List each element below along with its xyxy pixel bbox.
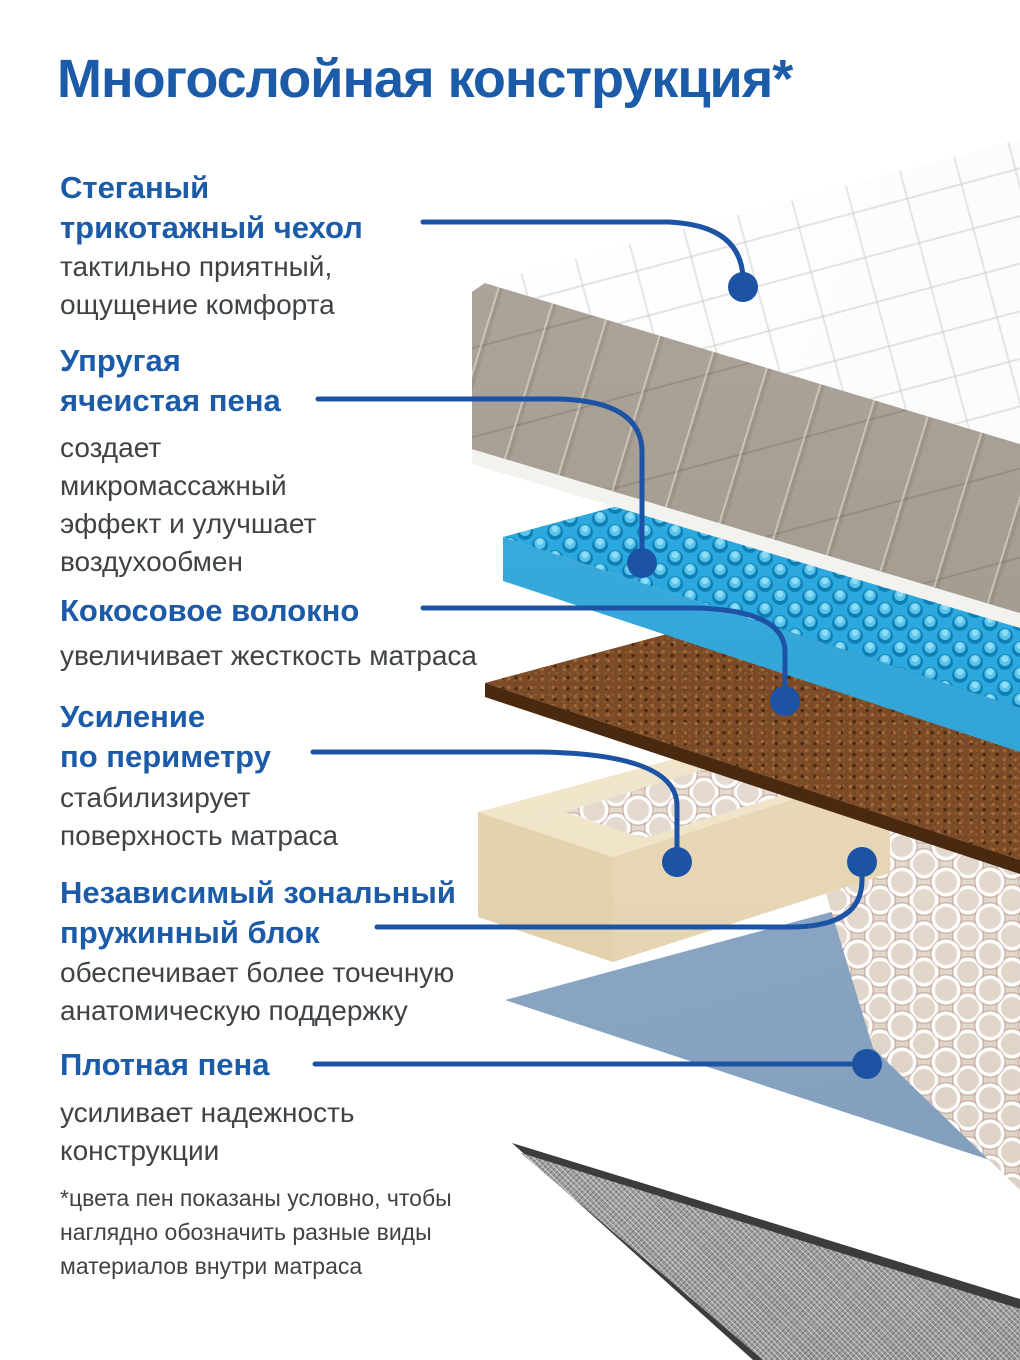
section-dense-foam-description: усиливает надежность конструкции — [60, 1094, 530, 1170]
section-spring-block: Независимый зональный пружинный блок — [60, 873, 530, 953]
description-line: эффект и улучшает — [60, 508, 317, 539]
section-cover-description: тактильно приятный, ощущение комфорта — [60, 248, 530, 324]
callout-dot-coconut — [770, 686, 800, 716]
section-cellular-foam-heading: Упругая ячеистая пена — [60, 341, 530, 421]
heading-line: по периметру — [60, 739, 271, 774]
heading-line: Кокосовое волокно — [60, 593, 360, 628]
page-title: Многослойная конструкция* — [57, 49, 793, 109]
description-line: тактильно приятный, — [60, 251, 333, 282]
section-cellular-foam: Упругая ячеистая пена — [60, 341, 530, 421]
description-line: анатомическую поддержку — [60, 995, 408, 1026]
description-line: стабилизирует — [60, 782, 251, 813]
heading-line: Усиление — [60, 699, 206, 734]
section-coconut-description: увеличивает жесткость матраса — [60, 637, 580, 675]
heading-line: Стеганый — [60, 170, 210, 205]
section-perimeter: Усиление по периметру — [60, 697, 530, 777]
section-perimeter-description: стабилизирует поверхность матраса — [60, 779, 530, 855]
heading-line: ячеистая пена — [60, 383, 281, 418]
footnote: *цвета пен показаны условно, чтобы нагля… — [60, 1181, 452, 1283]
section-cover: Стеганый трикотажный чехол — [60, 168, 530, 248]
description-line: обеспечивает более точечную — [60, 957, 455, 988]
section-perimeter-heading: Усиление по периметру — [60, 697, 530, 777]
callout-dot-cover — [728, 272, 758, 302]
callout-dot-dense-foam — [852, 1049, 882, 1079]
footnote-line: материалов внутри матраса — [60, 1253, 363, 1279]
callout-dot-perimeter — [662, 847, 692, 877]
heading-line: Упругая — [60, 343, 181, 378]
description-line: усиливает надежность — [60, 1097, 355, 1128]
callout-dot-cellular-foam — [627, 548, 657, 578]
description-line: поверхность матраса — [60, 820, 339, 851]
section-cover-heading: Стеганый трикотажный чехол — [60, 168, 530, 248]
section-coconut: Кокосовое волокно — [60, 591, 530, 631]
section-spring-block-description: обеспечивает более точечную анатомическу… — [60, 954, 530, 1030]
section-dense-foam-heading: Плотная пена — [60, 1045, 530, 1085]
callout-dot-spring-block — [847, 847, 877, 877]
heading-line: трикотажный чехол — [60, 210, 363, 245]
heading-line: Плотная пена — [60, 1047, 270, 1082]
footnote-line: *цвета пен показаны условно, чтобы — [60, 1185, 452, 1211]
footnote-line: наглядно обозначить разные виды — [60, 1219, 432, 1245]
section-spring-block-heading: Независимый зональный пружинный блок — [60, 873, 530, 953]
description-line: воздухообмен — [60, 546, 243, 577]
heading-line: Независимый зональный — [60, 875, 456, 910]
heading-line: пружинный блок — [60, 915, 320, 950]
description-line: создает — [60, 432, 162, 463]
description-line: увеличивает жесткость матраса — [60, 640, 477, 671]
section-coconut-heading: Кокосовое волокно — [60, 591, 530, 631]
description-line: ощущение комфорта — [60, 289, 335, 320]
section-dense-foam: Плотная пена — [60, 1045, 530, 1085]
description-line: конструкции — [60, 1135, 220, 1166]
description-line: микромассажный — [60, 470, 287, 501]
section-cellular-foam-description: создает микромассажный эффект и улучшает… — [60, 429, 530, 581]
